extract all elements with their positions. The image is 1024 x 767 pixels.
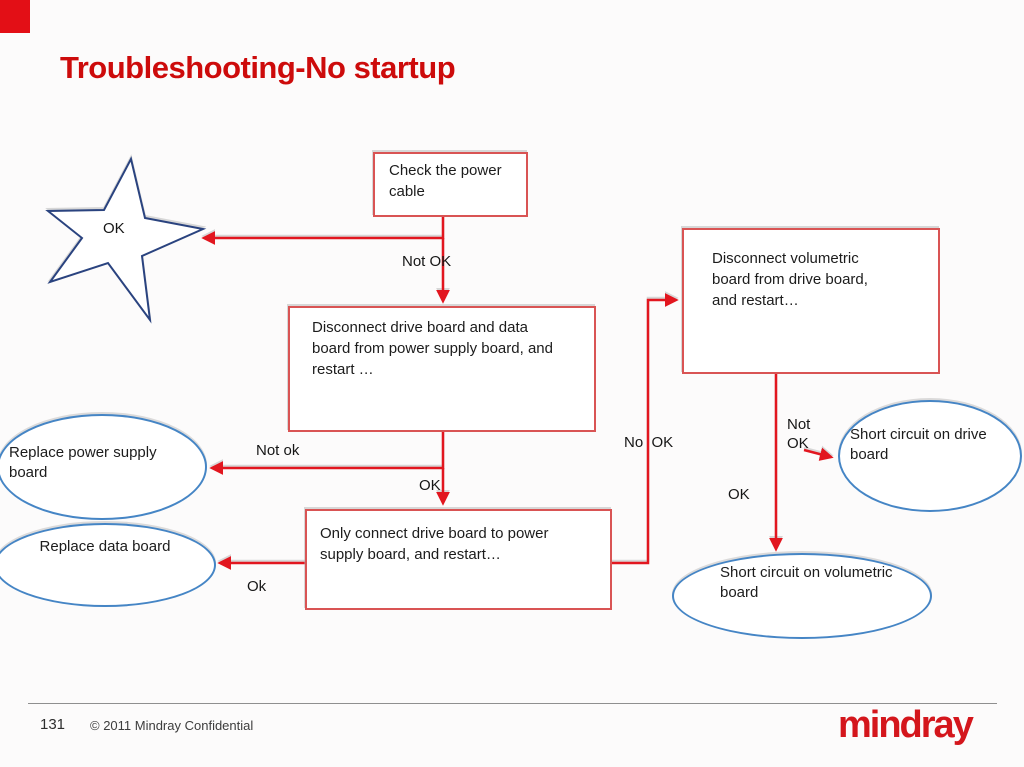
footer-divider	[28, 703, 997, 704]
flow-box-disconnect-drive-data: Disconnect drive board and data board fr…	[288, 306, 596, 432]
copyright-text: © 2011 Mindray Confidential	[90, 718, 254, 733]
flow-ellipse-text: Replace data board	[39, 538, 171, 555]
flow-ellipse-replace-power-supply: Replace power supply board	[0, 414, 207, 520]
flow-ellipse-short-circuit-volumetric: Short circuit on volumetric board	[672, 553, 932, 639]
flow-ellipse-replace-data-board: Replace data board	[0, 523, 216, 607]
flow-ellipse-text: Replace power supply board	[9, 444, 157, 481]
connector-onlyconnect-to-volumetric	[612, 293, 679, 565]
flow-ellipse-short-circuit-drive: Short circuit on drive board	[838, 400, 1022, 512]
flow-ellipse-text: Short circuit on volumetric board	[720, 564, 893, 601]
flow-box-text: Disconnect volumetric board from drive b…	[712, 250, 868, 309]
edge-label-no-ok: No OK	[624, 434, 674, 451]
flow-box-disconnect-volumetric: Disconnect volumetric board from drive b…	[682, 228, 940, 374]
edge-label-ok-right: OK	[728, 486, 750, 503]
page-number: 131	[40, 716, 66, 733]
edge-label-not-ok-right: Not OK	[787, 416, 811, 452]
mindray-logo: mindray	[838, 704, 974, 746]
corner-accent-bar	[0, 0, 30, 33]
edge-label-not-ok-top: Not OK	[402, 253, 452, 270]
flow-ellipse-text: Short circuit on drive board	[850, 426, 987, 463]
star-label-ok: OK	[103, 220, 125, 237]
flow-box-text: Check the power cable	[389, 162, 502, 200]
edge-label-ok-bottom: Ok	[247, 578, 267, 595]
flow-box-check-power-cable: Check the power cable	[373, 152, 528, 217]
star-shape	[45, 156, 207, 324]
flow-box-text: Disconnect drive board and data board fr…	[312, 319, 553, 378]
flow-box-text: Only connect drive board to power supply…	[320, 525, 549, 563]
connector-check-to-star	[201, 217, 445, 245]
edge-label-ok-mid: OK	[419, 477, 441, 494]
page-title: Troubleshooting-No startup	[60, 50, 456, 85]
edge-label-not-ok-mid: Not ok	[256, 442, 300, 459]
flow-box-only-connect-drive: Only connect drive board to power supply…	[305, 509, 612, 610]
connector-disconnect-to-replace-psu	[209, 432, 445, 475]
